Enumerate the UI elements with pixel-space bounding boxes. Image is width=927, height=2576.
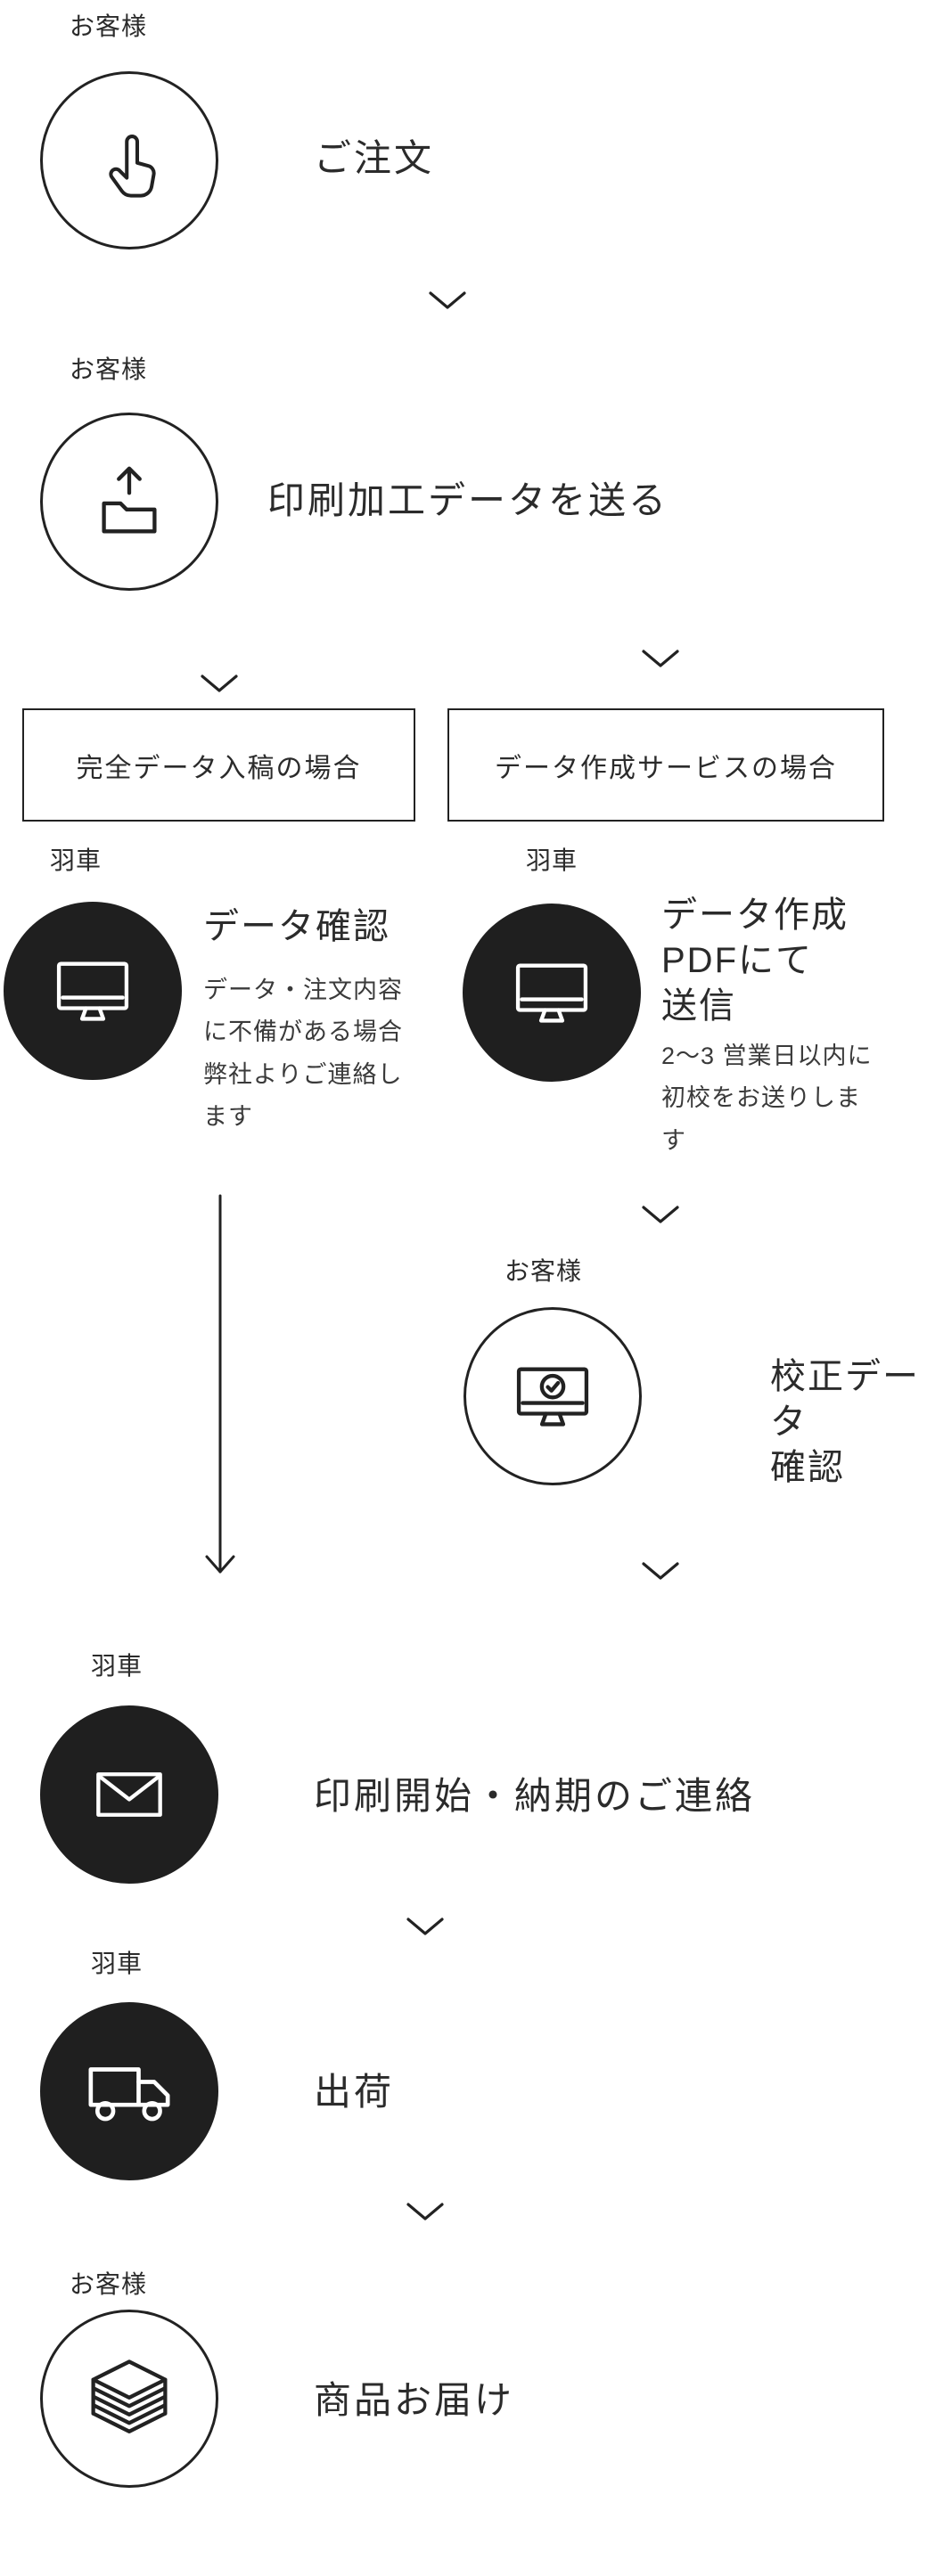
actor-label-company: 羽車 bbox=[91, 1652, 144, 1680]
send-data-step-circle bbox=[40, 413, 218, 591]
send-data-title: 印刷加工データを送る bbox=[267, 479, 669, 521]
down-chevron-icon bbox=[641, 648, 680, 669]
truck-icon bbox=[79, 2041, 179, 2141]
down-chevron-icon bbox=[641, 1560, 680, 1582]
data-create-description: 2〜3 営業日以内に初校をお送りします bbox=[661, 1043, 873, 1154]
actor-label-customer: お客様 bbox=[70, 356, 148, 383]
click-hand-icon bbox=[90, 121, 168, 200]
down-chevron-icon bbox=[200, 673, 239, 694]
down-arrow bbox=[201, 1194, 240, 1590]
ship-title: 出荷 bbox=[314, 2071, 395, 2113]
actor-label-company: 羽車 bbox=[526, 846, 578, 874]
data-create-step-circle bbox=[463, 904, 641, 1082]
print-start-step-circle bbox=[40, 1705, 218, 1884]
actor-label-company: 羽車 bbox=[50, 846, 103, 874]
envelope-stack-icon bbox=[78, 2348, 180, 2449]
data-check-step-circle bbox=[4, 902, 182, 1080]
actor-label-company: 羽車 bbox=[91, 1950, 144, 1977]
branch-box-data-service: データ作成サービスの場合 bbox=[447, 708, 884, 822]
down-chevron-icon bbox=[428, 290, 467, 311]
data-create-title: データ作成 PDFにて 送信 bbox=[661, 895, 849, 1026]
down-chevron-icon bbox=[641, 1204, 680, 1225]
monitor-check-icon bbox=[506, 1350, 599, 1443]
print-start-title: 印刷開始・納期のご連絡 bbox=[314, 1775, 756, 1817]
monitor-icon bbox=[505, 946, 598, 1039]
down-chevron-icon bbox=[406, 2201, 445, 2222]
order-title: ご注文 bbox=[314, 137, 435, 179]
proof-check-title: 校正データ 確認 bbox=[770, 1357, 920, 1487]
delivery-title: 商品お届け bbox=[314, 2379, 515, 2421]
ship-step-circle bbox=[40, 2002, 218, 2180]
envelope-icon bbox=[83, 1748, 176, 1841]
actor-label-customer: お客様 bbox=[505, 1257, 583, 1285]
proof-check-step-circle bbox=[464, 1307, 642, 1485]
branch-box-complete-data: 完全データ入稿の場合 bbox=[22, 708, 415, 822]
monitor-icon bbox=[46, 945, 139, 1037]
order-step-circle bbox=[40, 71, 218, 249]
data-check-title: データ確認 bbox=[203, 907, 390, 946]
down-chevron-icon bbox=[406, 1916, 445, 1937]
delivery-step-circle bbox=[40, 2310, 218, 2488]
actor-label-customer: お客様 bbox=[70, 12, 148, 40]
upload-folder-icon bbox=[87, 460, 171, 544]
data-check-description: データ・注文内容に不備がある場合弊社よりご連絡します bbox=[203, 977, 403, 1130]
actor-label-customer: お客様 bbox=[70, 2270, 148, 2298]
